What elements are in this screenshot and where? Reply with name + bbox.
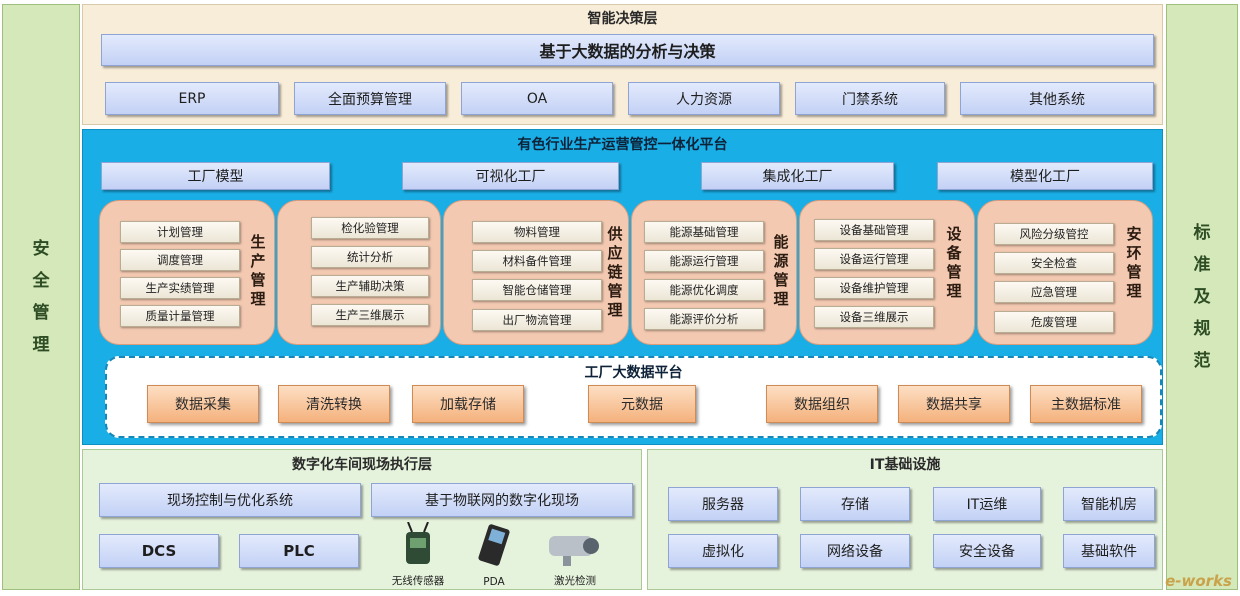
- system-access-control: 门禁系统: [795, 82, 945, 115]
- system-other: 其他系统: [960, 82, 1154, 115]
- bigdata-title: 工厂大数据平台: [584, 365, 683, 381]
- module-item: 检化验管理: [311, 217, 429, 239]
- safety-environment-group: 风险分级管控 安全检查 应急管理 危废管理 安环管理: [977, 200, 1153, 345]
- module-item: 能源优化调度: [644, 279, 764, 301]
- group-label: 安环管理: [1126, 225, 1142, 300]
- standards-bar: 标 准 及 规 范: [1166, 4, 1238, 590]
- integration-platform: 有色行业生产运营管控一体化平台 工厂模型 可视化工厂 集成化工厂 模型化工厂 计…: [82, 129, 1163, 445]
- laser-detector-icon: [549, 536, 599, 566]
- system-erp: ERP: [105, 82, 279, 115]
- visual-factory: 可视化工厂: [402, 162, 619, 190]
- workshop-execution-layer: 数字化车间现场执行层 现场控制与优化系统 基于物联网的数字化现场 DCS PLC…: [82, 449, 642, 590]
- it-infrastructure-layer: IT基础设施 服务器 存储 IT运维 智能机房 虚拟化 网络设备 安全设备 基础…: [647, 449, 1163, 590]
- supply-chain-group: 物料管理 材料备件管理 智能仓储管理 出厂物流管理 供应链管理: [443, 200, 629, 345]
- platform-title: 有色行业生产运营管控一体化平台: [517, 137, 728, 153]
- bigdata-item: 元数据: [588, 385, 696, 423]
- it-item: 网络设备: [800, 534, 910, 568]
- system-oa: OA: [461, 82, 613, 115]
- energy-group: 能源基础管理 能源运行管理 能源优化调度 能源评价分析 能源管理: [631, 200, 797, 345]
- safety-management-bar: 安 全 管 理: [2, 4, 80, 590]
- wireless-sensor-icon: [406, 521, 430, 564]
- module-item: 设备三维展示: [814, 306, 934, 328]
- module-item: 调度管理: [120, 249, 240, 271]
- group-label: 能源管理: [773, 233, 789, 308]
- it-item: 服务器: [668, 487, 778, 521]
- bigdata-item: 数据采集: [147, 385, 259, 423]
- side-right-char: 范: [1193, 351, 1211, 371]
- module-item: 能源评价分析: [644, 308, 764, 330]
- analysis-decision-banner: 基于大数据的分析与决策: [101, 34, 1154, 66]
- side-right-char: 准: [1193, 255, 1211, 275]
- it-item: IT运维: [933, 487, 1041, 521]
- bigdata-item: 数据共享: [898, 385, 1010, 423]
- module-item: 物料管理: [472, 221, 602, 243]
- device-caption: 激光检测: [554, 575, 596, 587]
- decision-layer: 智能决策层 基于大数据的分析与决策 ERP 全面预算管理 OA 人力资源 门禁系…: [82, 4, 1163, 125]
- iot-digital-field: 基于物联网的数字化现场: [371, 483, 633, 517]
- factory-bigdata-platform: 工厂大数据平台 数据采集 清洗转换 加载存储 元数据 数据组织 数据共享 主数据…: [105, 356, 1162, 438]
- bigdata-item: 数据组织: [766, 385, 878, 423]
- module-item: 生产辅助决策: [311, 275, 429, 297]
- module-item: 危废管理: [994, 311, 1114, 333]
- group-label: 设备管理: [946, 225, 962, 300]
- module-item: 质量计量管理: [120, 305, 240, 327]
- it-title: IT基础设施: [869, 457, 941, 473]
- side-left-char: 安: [32, 239, 50, 259]
- it-item: 基础软件: [1063, 534, 1155, 568]
- module-item: 风险分级管控: [994, 223, 1114, 245]
- module-item: 出厂物流管理: [472, 309, 602, 331]
- module-item: 设备维护管理: [814, 277, 934, 299]
- module-item: 统计分析: [311, 246, 429, 268]
- wireless-sensor-device: 无线传感器: [383, 521, 453, 588]
- side-left-char: 理: [32, 335, 50, 355]
- side-right-char: 及: [1193, 287, 1211, 307]
- module-item: 应急管理: [994, 281, 1114, 303]
- it-item: 存储: [800, 487, 910, 521]
- device-caption: 无线传感器: [391, 575, 445, 587]
- decision-layer-title: 智能决策层: [587, 11, 658, 27]
- it-item: 虚拟化: [668, 534, 778, 568]
- system-budget: 全面预算管理: [294, 82, 446, 115]
- device-caption: PDA: [483, 576, 505, 588]
- module-item: 生产三维展示: [311, 304, 429, 326]
- field-control-system: 现场控制与优化系统: [99, 483, 361, 517]
- dcs-box: DCS: [99, 534, 219, 568]
- modeled-factory: 模型化工厂: [937, 162, 1153, 190]
- side-left-char: 全: [32, 271, 50, 291]
- production-support-group: 检化验管理 统计分析 生产辅助决策 生产三维展示: [277, 200, 441, 345]
- workshop-title: 数字化车间现场执行层: [292, 457, 432, 473]
- side-right-char: 规: [1193, 319, 1211, 339]
- module-item: 材料备件管理: [472, 250, 602, 272]
- module-item: 设备基础管理: [814, 219, 934, 241]
- module-item: 智能仓储管理: [472, 279, 602, 301]
- pda-device: PDA: [459, 522, 529, 588]
- laser-detection-device: 激光检测: [535, 522, 615, 588]
- production-management-group: 计划管理 调度管理 生产实绩管理 质量计量管理 生产管理: [99, 200, 275, 345]
- equipment-group: 设备基础管理 设备运行管理 设备维护管理 设备三维展示 设备管理: [799, 200, 975, 345]
- side-left-char: 管: [32, 303, 50, 323]
- module-item: 计划管理: [120, 221, 240, 243]
- pda-icon: [478, 524, 510, 566]
- it-item: 智能机房: [1063, 487, 1155, 521]
- integrated-factory: 集成化工厂: [701, 162, 894, 190]
- module-item: 能源运行管理: [644, 250, 764, 272]
- bigdata-item: 加载存储: [412, 385, 524, 423]
- plc-box: PLC: [239, 534, 359, 568]
- bigdata-item: 清洗转换: [278, 385, 390, 423]
- module-item: 安全检查: [994, 252, 1114, 274]
- module-item: 能源基础管理: [644, 221, 764, 243]
- it-item: 安全设备: [933, 534, 1041, 568]
- e-works-watermark: e-works: [1165, 572, 1232, 590]
- module-item: 生产实绩管理: [120, 277, 240, 299]
- module-item: 设备运行管理: [814, 248, 934, 270]
- group-label: 供应链管理: [607, 225, 623, 319]
- group-label: 生产管理: [250, 233, 266, 308]
- side-right-char: 标: [1193, 223, 1211, 243]
- system-hr: 人力资源: [628, 82, 780, 115]
- factory-model: 工厂模型: [101, 162, 330, 190]
- bigdata-item: 主数据标准: [1030, 385, 1142, 423]
